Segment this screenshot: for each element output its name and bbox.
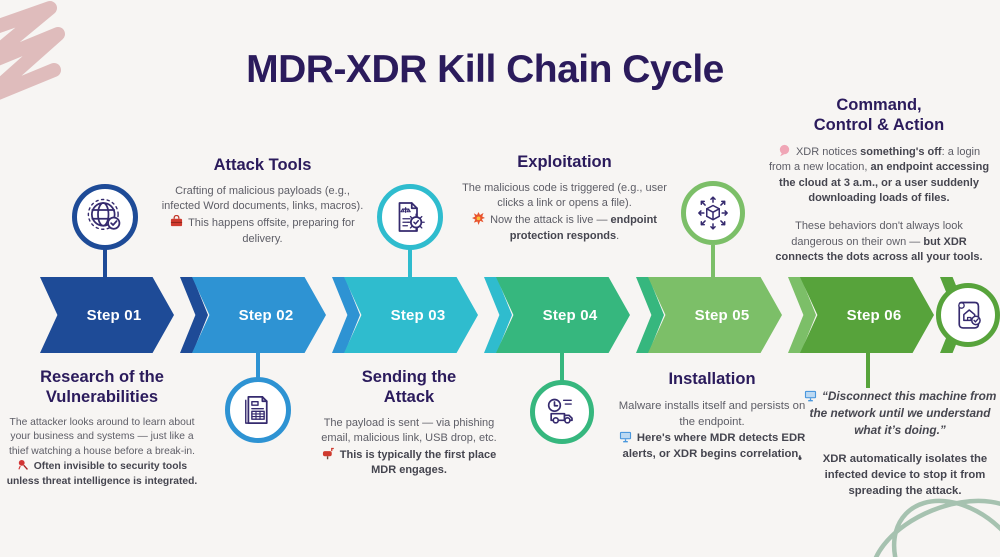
invoice-document-icon bbox=[245, 396, 268, 424]
step-01-arrow bbox=[40, 277, 174, 353]
research-body: The attacker looks around to learn about… bbox=[6, 416, 198, 488]
step-06-arrow bbox=[800, 277, 934, 353]
box-dispersion-arrows-icon bbox=[698, 196, 728, 230]
step-01-stem bbox=[103, 248, 107, 278]
attack-tools-heading: Attack Tools bbox=[213, 156, 312, 174]
step-04-chevron: Step 04 bbox=[496, 277, 672, 353]
attack-tools-node bbox=[225, 377, 291, 443]
step-01-chevron: Step 01 bbox=[40, 277, 216, 353]
pushpin-icon bbox=[17, 459, 29, 471]
attack-tools-body: Crafting of malicious payloads (e.g., in… bbox=[161, 184, 364, 245]
delivery-truck-clock-icon bbox=[547, 398, 573, 424]
installation-body: Malware installs itself and persists on … bbox=[618, 399, 806, 460]
command-control-block: Command, Control & Action XDR notices so… bbox=[768, 96, 990, 266]
action-report-node bbox=[936, 283, 1000, 347]
isolation-quote: “Disconnect this machine from the networ… bbox=[798, 388, 1000, 438]
exploitation-block: Exploitation The malicious code is trigg… bbox=[452, 153, 677, 244]
step-02-chevron: Step 02 bbox=[192, 277, 368, 353]
exploitation-heading: Exploitation bbox=[517, 153, 612, 171]
page-title: MDR-XDR Kill Chain Cycle bbox=[246, 48, 724, 91]
step-03-arrow bbox=[344, 277, 478, 353]
step-04-stem bbox=[560, 352, 564, 382]
installation-node bbox=[681, 181, 745, 245]
attack-tools-block: Attack Tools Crafting of malicious paylo… bbox=[160, 156, 365, 247]
globe-check-icon bbox=[87, 198, 121, 230]
burst-icon bbox=[472, 212, 486, 226]
installation-block: Installation Malware installs itself and… bbox=[618, 370, 806, 462]
pink-zigzag-scribble bbox=[0, 1, 65, 100]
mailbox-icon bbox=[322, 447, 335, 460]
sending-attack-body: The payload is sent — via phishing email… bbox=[321, 416, 497, 477]
step-04-label: Step 04 bbox=[542, 306, 598, 324]
step-02-arrow bbox=[192, 277, 326, 353]
step-05-chevron: Step 05 bbox=[648, 277, 824, 353]
step-05-label: Step 05 bbox=[694, 306, 750, 324]
delivery-node bbox=[377, 184, 443, 250]
step-05-stem bbox=[711, 245, 715, 278]
installation-heading: Installation bbox=[668, 370, 756, 388]
step-03-chevron: Step 03 bbox=[344, 277, 520, 353]
step-04-arrow bbox=[496, 277, 630, 353]
research-heading: Research of the Vulnerabilities bbox=[40, 368, 164, 406]
step-06-chevron: Step 06 bbox=[800, 277, 976, 353]
sending-attack-block: Sending the Attack The payload is sent —… bbox=[308, 368, 510, 479]
bullet-marker: • bbox=[798, 453, 802, 466]
sending-attack-heading: Sending the Attack bbox=[361, 368, 457, 406]
exploitation-body: The malicious code is triggered (e.g., u… bbox=[462, 181, 667, 242]
isolation-bullet: • XDR automatically isolates the infecte… bbox=[798, 451, 1000, 499]
step-02-stem bbox=[256, 352, 260, 379]
step-06-label: Step 06 bbox=[846, 306, 902, 324]
isolation-quote-block: “Disconnect this machine from the networ… bbox=[798, 380, 1000, 499]
step-03-label: Step 03 bbox=[390, 306, 446, 324]
document-gear-icon bbox=[398, 202, 425, 232]
exploitation-node bbox=[530, 380, 594, 444]
command-control-body-2: These behaviors don't always look danger… bbox=[775, 220, 983, 264]
pink-alert-icon bbox=[778, 144, 791, 157]
scroll-house-check-icon bbox=[958, 301, 981, 329]
toolbox-icon bbox=[170, 215, 183, 228]
command-control-heading: Command, Control & Action bbox=[813, 96, 945, 134]
monitor-icon bbox=[619, 430, 632, 443]
monitor-icon bbox=[804, 389, 817, 402]
step-05-arrow bbox=[648, 277, 782, 353]
reconnaissance-node bbox=[72, 184, 138, 250]
research-block: Research of the Vulnerabilities The atta… bbox=[6, 368, 198, 490]
step-02-label: Step 02 bbox=[238, 306, 294, 324]
step-01-label: Step 01 bbox=[86, 306, 142, 324]
command-control-body-1: XDR notices something's off: a login fro… bbox=[768, 144, 990, 205]
step-03-stem bbox=[408, 248, 412, 278]
step-06-stem bbox=[866, 352, 870, 388]
